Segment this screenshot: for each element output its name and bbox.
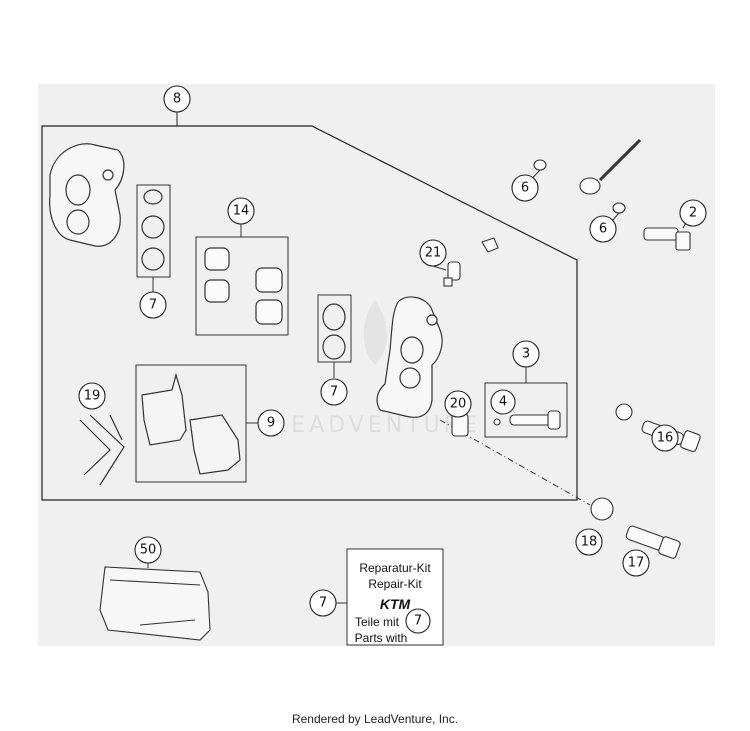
callout-2: 2 [689,206,697,221]
guide-pin [493,410,561,430]
footer-credit: Rendered by LeadVenture, Inc. [291,712,459,726]
callout-9: 9 [267,416,275,431]
seal-kit-box-a [136,184,171,278]
callout-19: 19 [84,389,101,404]
bleed-screw [443,237,499,287]
callout-6-upper: 6 [521,181,529,196]
grease-bag [99,566,211,641]
washer-18 [590,497,614,521]
callout-7-repair-kit: 7 [319,596,327,611]
pin-assembly-upper [533,138,691,251]
spring-clip [79,414,125,486]
watermark: LEADVENTURE [275,300,481,438]
callout-16: 16 [657,431,674,446]
ktm-logo: KTM [380,596,411,612]
callout-14: 14 [233,204,250,219]
callout-4: 4 [499,395,507,410]
callout-3: 3 [522,347,530,362]
callout-8: 8 [173,92,181,107]
callout-20: 20 [450,397,467,412]
assembly-outline [41,125,578,501]
callout-50: 50 [140,543,157,558]
repair-kit-line4: Parts with [355,631,408,645]
callout-21: 21 [425,246,442,261]
callout-18: 18 [581,535,598,550]
callout-6-lower: 6 [599,222,607,237]
repair-kit-line1: Reparatur-Kit [359,561,431,575]
seal-kit-box-b [317,294,352,363]
repair-kit-line3: Teile mit [355,615,400,629]
callout-7-in-kit: 7 [414,614,422,629]
callout-7-seals-b: 7 [330,385,338,400]
seal-rings-b [322,303,346,360]
seal-rings-a [141,189,165,271]
caliper-body-right [376,296,443,418]
callout-7-seals-a: 7 [149,298,157,313]
bolt-17 [625,525,681,559]
callout-17: 17 [628,556,645,571]
repair-kit-line2: Repair-Kit [368,577,422,591]
svg-text:LEADVENTURE: LEADVENTURE [275,413,481,438]
brake-pads [141,372,241,475]
caliper-body-left [49,143,125,247]
pistons-box [195,236,289,336]
pistons [204,247,283,325]
